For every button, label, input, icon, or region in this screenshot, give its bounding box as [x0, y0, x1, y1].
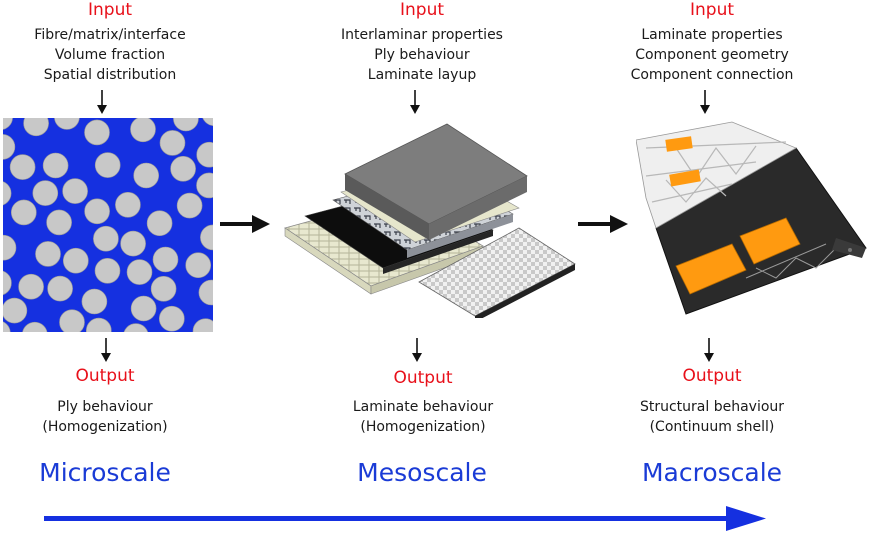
fibre-cross-section: [200, 224, 213, 251]
meso-output-list: Laminate behaviour (Homogenization): [318, 397, 528, 437]
fibre-cross-section: [150, 276, 177, 302]
meso-output-item: (Homogenization): [360, 419, 486, 435]
fibre-cross-section: [159, 130, 186, 156]
fibre-cross-section: [86, 317, 112, 332]
fibre-cross-section: [42, 152, 69, 179]
meso-input-heading: Input: [399, 0, 445, 20]
fibre-cross-section: [176, 192, 203, 219]
meso-input-item: Laminate layup: [367, 67, 477, 83]
fibre-cross-section: [3, 181, 12, 206]
fibre-cross-section: [133, 162, 159, 189]
macro-input-item: Component geometry: [635, 47, 789, 63]
fibre-cross-section: [62, 178, 88, 204]
fibre-cross-section: [198, 279, 213, 306]
down-arrow-icon: [410, 90, 420, 114]
fibre-cross-section: [94, 258, 121, 284]
macro-output-item: (Continuum shell): [649, 419, 775, 435]
macro-output-list: Structural behaviour (Continuum shell): [612, 397, 812, 437]
meso-output-item: Laminate behaviour: [352, 399, 494, 415]
fibre-cross-section: [35, 241, 61, 267]
micro-input-heading: Input: [87, 0, 133, 20]
down-arrow-icon: [101, 338, 111, 362]
micro-output-block: Output Ply behaviour (Homogenization): [5, 366, 205, 437]
fibre-cross-section: [93, 225, 119, 252]
fibre-cross-section: [18, 273, 44, 300]
fibre-cross-section: [3, 118, 13, 130]
macro-input-heading: Input: [689, 0, 735, 20]
fibre-cross-section: [146, 210, 173, 236]
fibre-cross-section: [126, 259, 153, 285]
fibre-cross-section: [123, 323, 149, 332]
meso-input-item: Interlaminar properties: [341, 27, 503, 43]
fibre-cross-section: [63, 247, 89, 274]
down-arrow-icon: [97, 90, 107, 114]
fibre-cross-section: [47, 275, 73, 302]
fibre-cross-section: [10, 199, 37, 226]
down-arrow-icon: [412, 338, 422, 362]
macro-input-list: Laminate properties Component geometry C…: [612, 25, 812, 85]
macro-output-heading: Output: [682, 366, 742, 386]
fibre-cross-section: [202, 118, 213, 126]
fibre-cross-section: [32, 180, 59, 206]
micro-input-item: Volume fraction: [54, 47, 166, 63]
fibre-cross-section: [185, 252, 211, 278]
micro-output-heading: Output: [75, 366, 135, 386]
meso-input-list: Interlaminar properties Ply behaviour La…: [312, 25, 532, 85]
fibre-cross-section: [130, 118, 156, 143]
macro-input-item: Laminate properties: [641, 27, 783, 43]
fibre-cross-section: [46, 209, 72, 236]
fibre-cross-section: [196, 141, 213, 168]
right-arrow-icon: [220, 215, 270, 233]
fibre-cross-section: [9, 154, 36, 180]
fibre-cross-section: [115, 192, 141, 218]
right-arrow-icon: [578, 215, 628, 233]
micro-input-block: Input Fibre/matrix/interface Volume frac…: [10, 0, 210, 85]
meso-output-heading: Output: [393, 368, 453, 388]
micro-input-item: Spatial distribution: [43, 67, 177, 83]
fibre-cross-section: [3, 270, 12, 296]
fibre-cross-section: [130, 295, 157, 322]
micro-output-item: Ply behaviour: [57, 399, 153, 415]
fibre-cross-section: [3, 134, 16, 160]
micro-input-item: Fibre/matrix/interface: [34, 27, 186, 43]
meso-input-block: Input Interlaminar properties Ply behavi…: [312, 0, 532, 85]
fibre-cross-section: [84, 198, 110, 225]
fibre-cross-section: [159, 305, 185, 332]
fibre-cross-section: [173, 118, 199, 132]
macro-input-block: Input Laminate properties Component geom…: [612, 0, 812, 85]
micro-output-item: (Homogenization): [42, 419, 168, 435]
fibre-cross-section: [152, 246, 179, 273]
meso-input-item: Ply behaviour: [374, 47, 470, 63]
micro-scale-label: Microscale: [39, 458, 171, 487]
macro-output-block: Output Structural behaviour (Continuum s…: [612, 366, 812, 437]
fibre-cross-section: [84, 119, 110, 146]
fibre-cross-section: [3, 297, 28, 324]
fibre-cross-section: [94, 152, 121, 178]
fibre-cross-section: [23, 118, 49, 137]
meso-output-block: Output Laminate behaviour (Homogenizatio…: [318, 368, 528, 437]
fibre-microstructure-image: [3, 118, 213, 332]
scale-progression-arrow-icon: [44, 506, 766, 531]
micro-input-list: Fibre/matrix/interface Volume fraction S…: [10, 25, 210, 85]
down-arrow-icon: [700, 90, 710, 114]
fibre-cross-section: [59, 309, 85, 332]
fibre-cross-section: [192, 318, 213, 332]
fibre-cross-section: [3, 321, 11, 332]
fibre-cross-section: [170, 155, 196, 182]
fibre-cross-section: [120, 230, 146, 257]
fibre-cross-section: [22, 321, 48, 332]
wing-structure-image: [636, 121, 867, 315]
fibre-cross-section: [196, 172, 213, 199]
meso-scale-label: Mesoscale: [357, 458, 487, 487]
fibre-cross-section: [54, 118, 80, 130]
fibre-cross-section: [3, 234, 17, 261]
macro-output-item: Structural behaviour: [639, 399, 785, 415]
fibre-cross-section: [81, 288, 108, 315]
down-arrow-icon: [704, 338, 714, 362]
macro-scale-label: Macroscale: [641, 458, 783, 487]
macro-input-item: Component connection: [630, 67, 794, 83]
laminate-layers-image: [284, 123, 576, 318]
micro-output-list: Ply behaviour (Homogenization): [5, 397, 205, 437]
